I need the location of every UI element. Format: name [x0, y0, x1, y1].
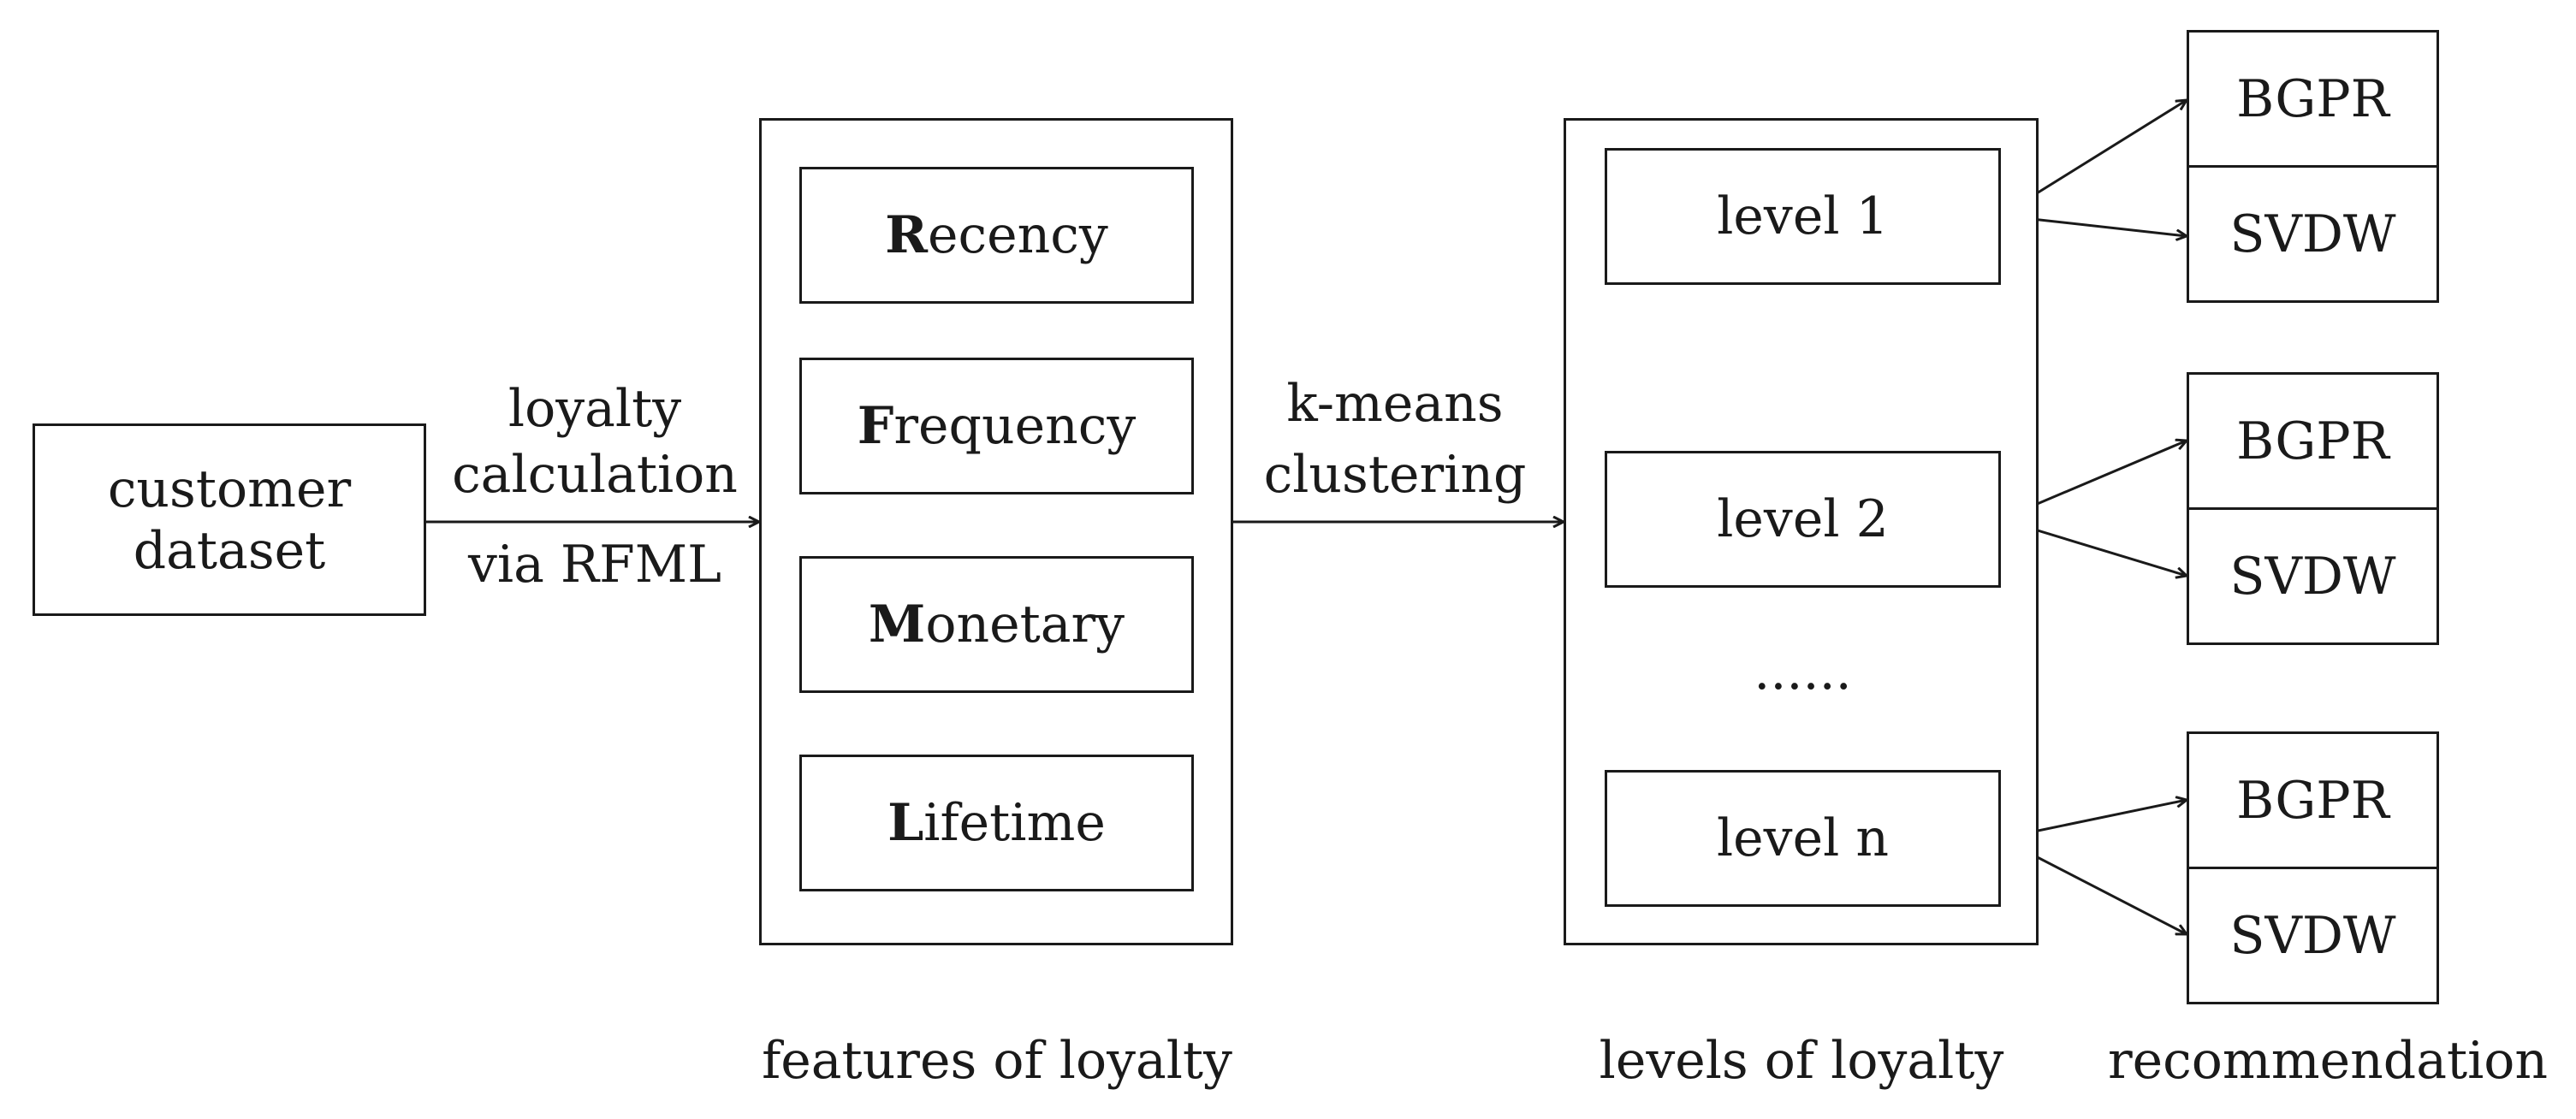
level-1-label: level 1	[1717, 186, 1889, 246]
feature-recency-initial: R	[885, 205, 929, 265]
edge2-line2: clustering	[1263, 445, 1527, 505]
level-2-label: level 2	[1717, 489, 1889, 549]
edge2-line1: k-means	[1286, 374, 1504, 434]
rec-group-1-svdw-label: SVDW	[2229, 204, 2396, 264]
features-caption: features of loyalty	[762, 1031, 1232, 1091]
customer-dataset-node	[33, 423, 426, 616]
feature-recency-rest: ecency	[928, 205, 1108, 265]
customer-dataset-line1: customer	[107, 459, 352, 519]
edge1-line1: loyalty	[507, 379, 682, 439]
feature-monetary-rest: onetary	[925, 595, 1125, 654]
level-n-label: level n	[1716, 808, 1889, 868]
rec-group-2-bgpr-label: BGPR	[2236, 411, 2389, 471]
feature-frequency-initial: F	[857, 396, 894, 456]
customer-dataset-line2: dataset	[133, 520, 326, 581]
rec-group-1-svdw	[2187, 165, 2439, 303]
levels-caption: levels of loyalty	[1599, 1031, 2004, 1091]
levels-ellipsis: ......	[1754, 642, 1852, 702]
rec-group-1-bgpr	[2187, 30, 2439, 168]
recommendation-caption: recommendation	[2107, 1031, 2549, 1091]
rec-group-3-svdw	[2187, 867, 2439, 1004]
rec-group-2-svdw-label: SVDW	[2229, 546, 2396, 607]
feature-monetary-initial: M	[868, 595, 926, 654]
feature-recency	[799, 167, 1194, 304]
rec-group-2-bgpr	[2187, 372, 2439, 510]
edge1-line3: via RFML	[467, 535, 721, 595]
rec-group-1-bgpr-label: BGPR	[2236, 68, 2389, 129]
rec-group-2-svdw	[2187, 507, 2439, 645]
level-n-node	[1605, 770, 2001, 907]
feature-frequency	[799, 358, 1194, 494]
rec-group-3-bgpr-label: BGPR	[2236, 770, 2389, 831]
customer-dataset-label: customer dataset	[33, 423, 426, 616]
feature-lifetime	[799, 755, 1194, 891]
feature-lifetime-initial: L	[887, 793, 924, 853]
feature-lifetime-rest: ifetime	[923, 793, 1106, 853]
level-2-node	[1605, 451, 2001, 588]
rec-group-3-svdw-label: SVDW	[2229, 905, 2396, 966]
edge1-line2: calculation	[452, 445, 738, 505]
level-1-node	[1605, 148, 2001, 285]
feature-monetary	[799, 556, 1194, 693]
feature-frequency-rest: requency	[893, 396, 1137, 456]
